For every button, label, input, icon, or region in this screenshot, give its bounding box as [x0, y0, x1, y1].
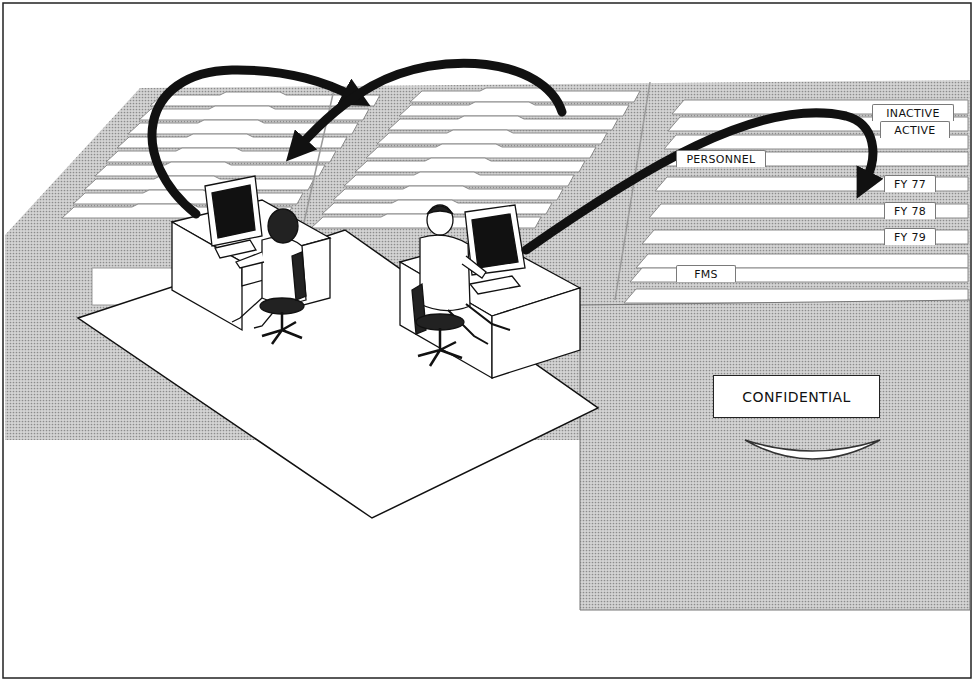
folder [344, 172, 574, 186]
woman-body [262, 237, 306, 303]
flow-arrow [526, 113, 873, 250]
right-drawer-folders [624, 100, 968, 303]
man-arm [462, 256, 486, 278]
chair-base [418, 328, 462, 366]
keyboard [215, 240, 256, 258]
folder [366, 144, 596, 158]
folder-tab: PERSONNEL [676, 150, 766, 167]
folder [355, 158, 585, 172]
folder-tab: FY 78 [884, 202, 936, 219]
monitor [205, 176, 262, 246]
chair-base [262, 312, 302, 344]
tab-label: PERSONNEL [686, 153, 755, 166]
folder [399, 102, 629, 116]
desk-side [492, 288, 580, 378]
chair-seat [416, 314, 464, 330]
folder [95, 162, 325, 176]
keyboard [470, 276, 520, 294]
folder [333, 186, 563, 200]
monitor-screen [472, 214, 518, 268]
folder [388, 116, 618, 130]
man-head [427, 205, 453, 235]
folder [655, 177, 968, 191]
drawer-front [580, 300, 970, 610]
monitor-screen [212, 185, 255, 238]
flow-arrows [152, 63, 873, 250]
folder [660, 152, 968, 166]
tab-label: ACTIVE [894, 124, 935, 137]
tab-label: FY 78 [894, 205, 926, 218]
man-body [420, 235, 470, 310]
tab-label: FY 77 [894, 178, 926, 191]
frame [3, 3, 971, 678]
flow-arrow [300, 63, 562, 146]
drawer-divider [300, 85, 335, 240]
folder-tab: INACTIVE [872, 104, 954, 121]
drawer-handle [745, 440, 880, 459]
folder-tab: FMS [676, 265, 736, 282]
folder [649, 204, 968, 218]
woman-arm [236, 252, 264, 268]
folder [410, 88, 640, 102]
folder [377, 130, 607, 144]
floor [78, 230, 598, 518]
tab-label: FY 79 [894, 231, 926, 244]
flow-arrow [152, 70, 352, 214]
folder-tab: FY 77 [884, 175, 936, 192]
drawer-label: CONFIDENTIAL [742, 389, 850, 405]
tab-label: INACTIVE [886, 107, 939, 120]
woman-workstation [172, 176, 330, 344]
man-hair [427, 206, 453, 214]
tab-label: FMS [694, 268, 718, 281]
folder [642, 230, 968, 244]
folder-tab: FY 79 [884, 228, 936, 245]
folder-tab: ACTIVE [880, 121, 950, 138]
chair-back [292, 252, 306, 300]
woman-hair [268, 209, 298, 243]
chair-seat [260, 298, 304, 314]
folder [84, 176, 314, 190]
label-holder: CONFIDENTIAL [713, 375, 880, 418]
